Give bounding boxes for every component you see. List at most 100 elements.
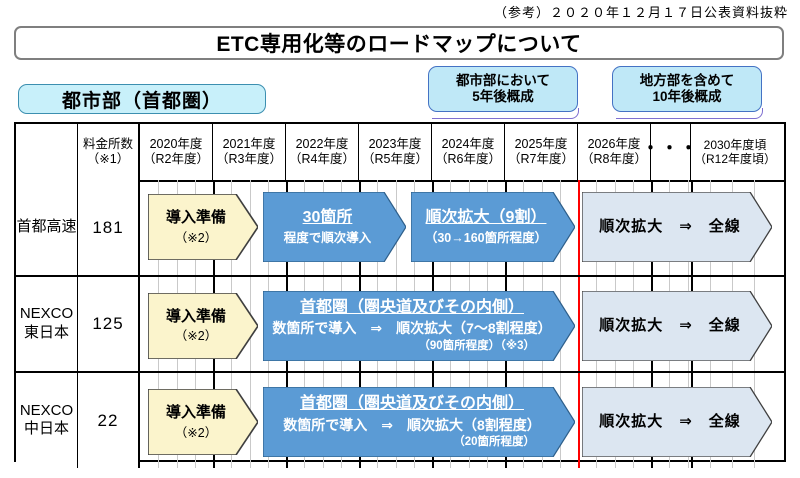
region-label-badge: 都市部（首都圏）: [18, 84, 266, 114]
chevron-phase2-line2: （30→160箇所程度）: [424, 230, 548, 245]
row-timeline-shutoko: 導入準備 （※2） 30箇所 程度で順次導入: [140, 180, 784, 275]
header-year-2021: 2021年度 （R3年度）: [213, 124, 286, 180]
header-count-line1: 料金所数: [82, 137, 133, 151]
chevron-future-shutoko: 順次拡大 ⇒ 全線: [582, 192, 772, 262]
chevron-phase2-line1: 順次拡大（9割）: [425, 208, 547, 226]
chevron-rollout-line1: 首都圏（圏央道及びその内側）: [299, 298, 524, 316]
callout-rural-tail: [616, 108, 763, 119]
chevron-shape-icon: [263, 192, 406, 262]
chevron-rollout-nexco-east: 首都圏（圏央道及びその内側） 数箇所で導入 ⇒ 順次拡大（7～8割程度） （90…: [263, 290, 575, 361]
header-year-2023: 2023年度 （R5年度）: [359, 124, 432, 180]
header-year-2020: 2020年度 （R2年度）: [140, 124, 213, 180]
five-year-divider: [578, 373, 580, 468]
chevron-prep-line1: 導入準備: [165, 307, 226, 325]
callout-urban-line1: 都市部において: [455, 73, 551, 89]
header-year-2022: 2022年度 （R4年度）: [286, 124, 359, 180]
page-title-bar: ETC専用化等のロードマップについて: [14, 26, 784, 60]
five-year-divider: [578, 180, 580, 275]
table-row: NEXCO 東日本 125: [16, 276, 784, 374]
row-timeline-nexco-central: 導入準備 （※2） 首都圏（圏央道及びその内側） 数箇所で導入 ⇒ 順次拡大（8…: [140, 373, 784, 468]
chevron-phase2-shutoko: 順次拡大（9割） （30→160箇所程度）: [411, 192, 575, 262]
page-title: ETC専用化等のロードマップについて: [216, 33, 582, 56]
row-name-shutoko: 首都高速: [16, 180, 78, 275]
header-year-2021-line2: （R3年度）: [216, 152, 282, 166]
chevron-shape-icon: [582, 192, 772, 262]
chevron-prep-line2: （※2）: [174, 230, 218, 245]
header-year-2022-line2: （R4年度）: [289, 152, 355, 166]
header-year-2030-line1: 2030年度頃: [703, 137, 767, 152]
row-count-shutoko: 181: [78, 180, 140, 275]
header-year-2024-line1: 2024年度: [441, 137, 495, 151]
chevron-rollout-line2: 数箇所で導入 ⇒ 順次拡大（8割程度）: [283, 417, 541, 434]
callout-rural-line1: 地方部を含めて: [639, 73, 735, 89]
callout-urban-tail: [432, 108, 579, 119]
chevron-rollout-nexco-central: 首都圏（圏央道及びその内側） 数箇所で導入 ⇒ 順次拡大（8割程度） （20箇所…: [263, 387, 575, 458]
row-name-nexco-east: NEXCO 東日本: [16, 276, 78, 372]
chevron-shape-icon: [148, 194, 258, 260]
chevron-prep-nexco-east: 導入準備 （※2）: [148, 292, 258, 359]
chevron-rollout-line3: （90箇所程度）（※3）: [418, 339, 535, 352]
callout-urban-line2: 5年後概成: [472, 89, 534, 104]
header-count-line2: （※1）: [86, 152, 130, 166]
row-count-nexco-central: 22: [78, 373, 140, 468]
chevron-prep-shutoko: 導入準備 （※2）: [148, 194, 258, 260]
chevron-shape-icon: [411, 192, 575, 262]
header-year-2030-line2: （R12年度頃）: [693, 152, 776, 166]
header-year-2023-line2: （R5年度）: [362, 152, 428, 166]
chevron-rollout-line3: （20箇所程度）: [453, 436, 535, 449]
header-year-2025: 2025年度 （R7年度）: [505, 124, 578, 180]
callout-rural-10year: 地方部を含めて 10年後概成: [612, 66, 762, 112]
chevron-future-line1: 順次拡大 ⇒ 全線: [599, 218, 741, 236]
header-count-cell: 料金所数 （※1）: [78, 124, 140, 180]
chevron-phase1-shutoko: 30箇所 程度で順次導入: [263, 192, 406, 262]
header-year-2024-line2: （R6年度）: [435, 152, 501, 166]
row-name-line2: 東日本: [23, 323, 69, 341]
chevron-prep-line1: 導入準備: [165, 209, 226, 227]
row-name-line1: NEXCO: [19, 401, 74, 419]
chevron-future-line1: 順次拡大 ⇒ 全線: [599, 316, 741, 334]
chevron-phase1-line1: 30箇所: [302, 208, 353, 226]
chevron-shape-icon: [582, 387, 772, 458]
row-name-nexco-central: NEXCO 中日本: [16, 373, 78, 468]
header-corner-cell: [16, 124, 78, 180]
callout-urban-5year: 都市部において 5年後概成: [428, 66, 578, 112]
chevron-rollout-line2: 数箇所で導入 ⇒ 順次拡大（7～8割程度）: [272, 320, 552, 337]
row-timeline-nexco-east: 導入準備 （※2） 首都圏（圏央道及びその内側） 数箇所で導入 ⇒ 順次拡大（7…: [140, 276, 784, 372]
chevron-prep-line1: 導入準備: [165, 404, 226, 422]
reference-note: （参考）２０２０年１２月１７日公表資料抜粋: [493, 6, 788, 21]
five-year-divider: [578, 276, 580, 372]
chevron-prep-line2: （※2）: [174, 425, 218, 440]
table-row: 首都高速 181: [16, 180, 784, 277]
chevron-future-nexco-central: 順次拡大 ⇒ 全線: [582, 387, 772, 458]
callout-rural-line2: 10年後概成: [652, 89, 722, 104]
row-name-line1: 首都高速: [16, 217, 77, 235]
chevron-future-line1: 順次拡大 ⇒ 全線: [599, 413, 741, 431]
table-header-row: 料金所数 （※1） 2020年度 （R2年度） 2021年度 （R3年度） 20…: [16, 124, 784, 182]
header-year-2022-line1: 2022年度: [295, 137, 349, 151]
header-year-2020-line2: （R2年度）: [143, 152, 209, 166]
chevron-shape-icon: [148, 292, 258, 359]
chevron-phase1-line2: 程度で順次導入: [283, 230, 372, 245]
chevron-shape-icon: [582, 290, 772, 361]
chevron-prep-nexco-central: 導入準備 （※2）: [148, 389, 258, 456]
header-year-2020-line1: 2020年度: [149, 137, 203, 151]
header-year-2021-line1: 2021年度: [222, 137, 276, 151]
chevron-prep-line2: （※2）: [174, 329, 218, 344]
table-body: 首都高速 181: [16, 180, 784, 468]
row-name-line1: NEXCO: [19, 305, 74, 323]
header-year-2026: 2026年度 （R8年度）: [578, 124, 651, 180]
header-year-2024: 2024年度 （R6年度）: [432, 124, 505, 180]
roadmap-table: 料金所数 （※1） 2020年度 （R2年度） 2021年度 （R3年度） 20…: [14, 122, 786, 468]
header-ellipsis: ・・・: [642, 124, 697, 180]
region-label-text: 都市部（首都圏）: [61, 90, 222, 112]
chevron-shape-icon: [148, 389, 258, 456]
chevron-future-nexco-east: 順次拡大 ⇒ 全線: [582, 290, 772, 361]
chevron-rollout-line1: 首都圏（圏央道及びその内側）: [299, 395, 524, 413]
header-year-2030: 2030年度頃 （R12年度頃）: [691, 124, 779, 180]
header-year-2025-line2: （R7年度）: [508, 152, 574, 166]
header-year-2026-line2: （R8年度）: [581, 152, 647, 166]
header-year-2023-line1: 2023年度: [368, 137, 422, 151]
header-year-2026-line1: 2026年度: [587, 137, 641, 151]
row-count-nexco-east: 125: [78, 276, 140, 372]
row-name-line2: 中日本: [23, 420, 69, 438]
